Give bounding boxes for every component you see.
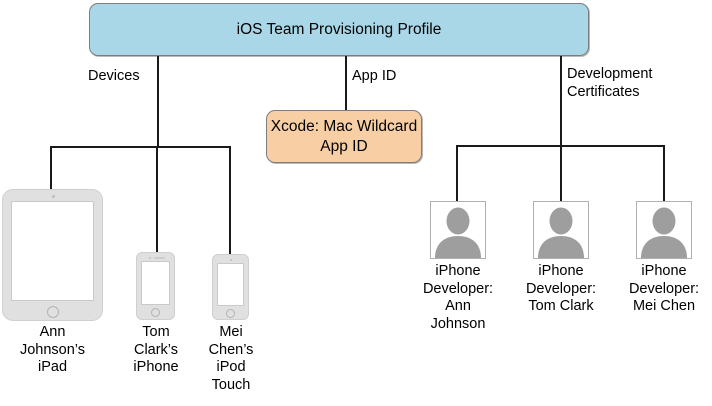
device-caption-iphone: Tom Clark’s iPhone bbox=[133, 324, 179, 376]
camera-dot-icon bbox=[52, 195, 55, 198]
connector-bus-to-ipod bbox=[229, 146, 231, 255]
certificate-caption-mei-chen: iPhone Developer: Mei Chen bbox=[628, 263, 700, 315]
home-button-icon bbox=[226, 309, 235, 318]
device-screen bbox=[141, 261, 170, 305]
connector-bus-to-cert-2 bbox=[560, 145, 562, 202]
connector-devices-bus bbox=[50, 146, 231, 148]
device-caption-ipad: Ann Johnson’s iPad bbox=[19, 324, 86, 376]
edge-label-development-certificates: Development Certificates bbox=[567, 66, 653, 100]
person-avatar-icon[interactable] bbox=[533, 201, 589, 259]
home-button-icon bbox=[46, 306, 59, 318]
connector-bus-to-cert-3 bbox=[663, 145, 665, 202]
connector-root-to-certificates bbox=[560, 56, 562, 146]
camera-dot-icon bbox=[149, 257, 151, 259]
connector-root-to-appid bbox=[345, 56, 347, 111]
app-id-node-xcode-mac-wildcard[interactable]: Xcode: Mac Wildcard App ID bbox=[266, 110, 422, 163]
ipad-icon[interactable] bbox=[2, 189, 103, 321]
ipod-touch-icon[interactable] bbox=[212, 254, 249, 320]
connector-bus-to-cert-1 bbox=[456, 145, 458, 202]
camera-dot-icon bbox=[230, 259, 232, 261]
person-avatar-icon[interactable] bbox=[636, 201, 692, 259]
certificate-caption-ann-johnson: iPhone Developer: Ann Johnson bbox=[422, 263, 494, 333]
edge-label-app-id: App ID bbox=[352, 68, 397, 84]
iphone-icon[interactable] bbox=[136, 252, 175, 320]
connector-bus-to-ipad bbox=[50, 146, 52, 190]
connector-bus-to-iphone bbox=[156, 146, 158, 253]
home-button-icon bbox=[151, 308, 160, 317]
connector-root-to-devices bbox=[157, 56, 159, 147]
person-avatar-icon[interactable] bbox=[430, 201, 486, 259]
device-caption-ipod-touch: Mei Chen’s iPod Touch bbox=[208, 324, 254, 394]
device-screen bbox=[11, 201, 94, 301]
edge-label-devices: Devices bbox=[88, 68, 140, 84]
speaker-grill-icon bbox=[154, 257, 165, 259]
device-screen bbox=[217, 263, 244, 306]
certificate-caption-tom-clark: iPhone Developer: Tom Clark bbox=[525, 263, 597, 315]
root-node-ios-team-provisioning-profile[interactable]: iOS Team Provisioning Profile bbox=[89, 3, 589, 56]
